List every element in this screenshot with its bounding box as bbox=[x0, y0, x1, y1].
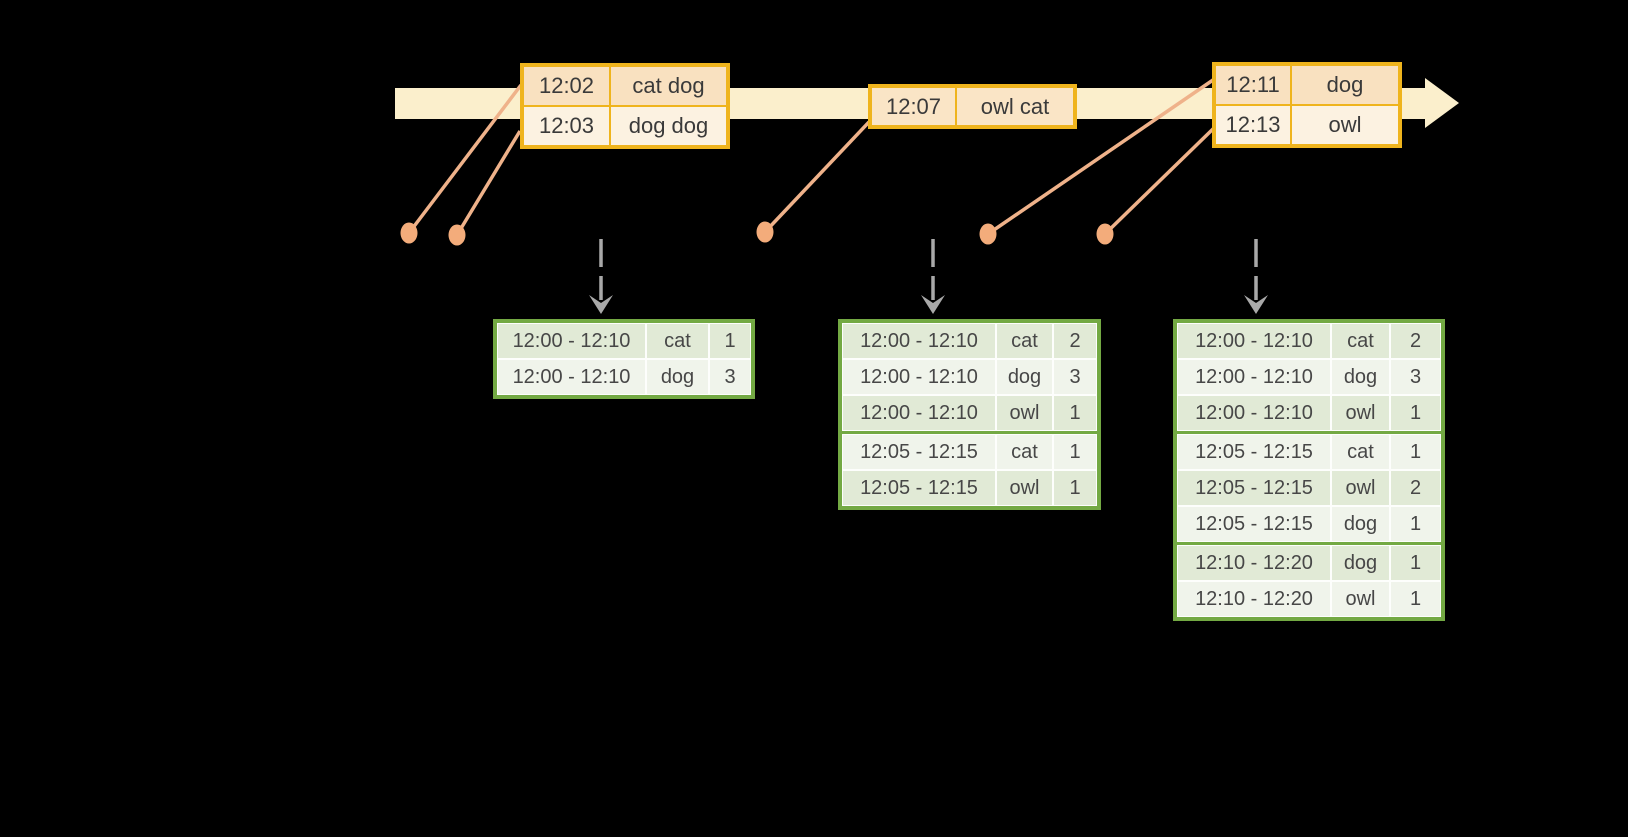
trigger-arrow-icon bbox=[921, 239, 945, 314]
table-cell: 1 bbox=[1390, 395, 1441, 431]
event-dot bbox=[1096, 223, 1114, 245]
table-cell: 12:00 - 12:10 bbox=[842, 323, 996, 359]
timeline-arrowhead-icon bbox=[1425, 78, 1459, 128]
table-cell: dog bbox=[646, 359, 709, 395]
table-cell: 12:02 bbox=[523, 66, 610, 106]
table-cell: 12:00 - 12:10 bbox=[842, 359, 996, 395]
table-cell: owl cat bbox=[956, 87, 1074, 126]
connector-lines bbox=[407, 78, 1216, 236]
table-cell: dog bbox=[996, 359, 1053, 395]
table-cell: dog bbox=[1291, 65, 1399, 105]
table-cell: 3 bbox=[1390, 359, 1441, 395]
trigger-arrow-icon bbox=[589, 239, 613, 314]
table-cell: cat bbox=[996, 434, 1053, 470]
table-cell: cat bbox=[996, 323, 1053, 359]
event-dots bbox=[400, 221, 1114, 246]
table-cell: 12:10 - 12:20 bbox=[1177, 581, 1331, 617]
event-dot bbox=[400, 222, 418, 244]
table-cell: owl bbox=[996, 395, 1053, 431]
table-cell: 12:05 - 12:15 bbox=[1177, 470, 1331, 506]
table-cell: 3 bbox=[709, 359, 751, 395]
table-cell: 1 bbox=[1390, 545, 1441, 581]
table-cell: cat bbox=[646, 323, 709, 359]
table-cell: 1 bbox=[1053, 434, 1097, 470]
table-cell: dog bbox=[1331, 545, 1390, 581]
table-cell: 3 bbox=[1053, 359, 1097, 395]
connector-line bbox=[455, 130, 522, 236]
table-cell: 12:05 - 12:15 bbox=[1177, 434, 1331, 470]
table-cell: 12:00 - 12:10 bbox=[1177, 359, 1331, 395]
table-cell: 12:11 bbox=[1215, 65, 1291, 105]
table-cell: 1 bbox=[709, 323, 751, 359]
connector-line bbox=[1103, 126, 1216, 236]
table-cell: owl bbox=[996, 470, 1053, 506]
table-cell: 1 bbox=[1390, 506, 1441, 542]
table-cell: 12:00 - 12:10 bbox=[842, 395, 996, 431]
table-cell: cat dog bbox=[610, 66, 727, 106]
connector-line bbox=[987, 78, 1214, 236]
table-cell: owl bbox=[1291, 105, 1399, 145]
table-cell: 12:00 - 12:10 bbox=[1177, 395, 1331, 431]
table-cell: 1 bbox=[1053, 395, 1097, 431]
connector-line bbox=[763, 120, 871, 234]
event-dot bbox=[979, 223, 997, 245]
table-cell: cat bbox=[1331, 434, 1390, 470]
table-cell: 12:07 bbox=[871, 87, 956, 126]
table-cell: 12:10 - 12:20 bbox=[1177, 545, 1331, 581]
event-dot bbox=[756, 221, 774, 243]
table-cell: dog dog bbox=[610, 106, 727, 146]
table-cell: dog bbox=[1331, 506, 1390, 542]
table-cell: 1 bbox=[1390, 581, 1441, 617]
table-cell: 12:05 - 12:15 bbox=[842, 434, 996, 470]
table-cell: owl bbox=[1331, 581, 1390, 617]
table-cell: 12:05 - 12:15 bbox=[842, 470, 996, 506]
table-cell: 12:05 - 12:15 bbox=[1177, 506, 1331, 542]
table-cell: owl bbox=[1331, 395, 1390, 431]
trigger-arrows bbox=[589, 239, 1268, 314]
table-cell: 2 bbox=[1390, 470, 1441, 506]
event-dot bbox=[448, 224, 466, 246]
connector-line bbox=[407, 83, 523, 235]
table-cell: 12:00 - 12:10 bbox=[1177, 323, 1331, 359]
table-cell: owl bbox=[1331, 470, 1390, 506]
trigger-arrow-icon bbox=[1244, 239, 1268, 314]
table-cell: 1 bbox=[1390, 434, 1441, 470]
table-cell: 12:13 bbox=[1215, 105, 1291, 145]
table-cell: 1 bbox=[1053, 470, 1097, 506]
table-cell: dog bbox=[1331, 359, 1390, 395]
table-cell: 2 bbox=[1390, 323, 1441, 359]
table-cell: 12:00 - 12:10 bbox=[497, 359, 646, 395]
table-cell: 12:03 bbox=[523, 106, 610, 146]
table-cell: cat bbox=[1331, 323, 1390, 359]
table-cell: 12:00 - 12:10 bbox=[497, 323, 646, 359]
table-cell: 2 bbox=[1053, 323, 1097, 359]
